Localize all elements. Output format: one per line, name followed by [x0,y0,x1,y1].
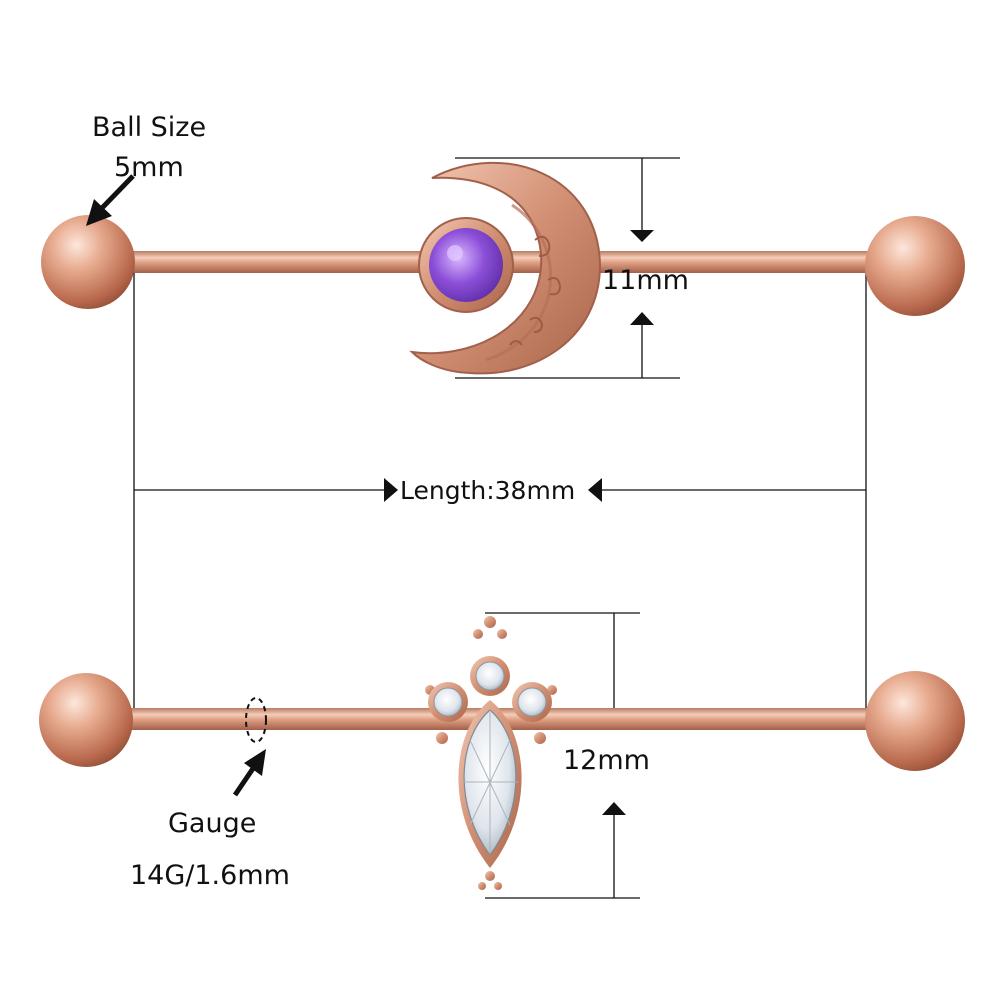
gauge-value: 14G/1.6mm [130,860,290,891]
gauge-title: Gauge [168,808,257,839]
ball-size-pointer [86,174,135,226]
ball-size-value: 5mm [114,152,184,183]
marquise-crystal-charm-icon [425,616,557,890]
gauge-indicator [245,697,267,743]
jewel-height-label: 12mm [563,745,650,776]
ball-size-title: Ball Size [92,112,207,143]
gauge-pointer [232,749,266,797]
moon-charm-icon [409,161,602,375]
moon-height-label: 11mm [602,265,689,296]
opal-stone [429,228,503,302]
bottom-left-ball [39,673,133,767]
length-label: Length:38mm [400,476,576,505]
measurement-lines [133,157,867,899]
top-left-ball [41,215,135,309]
bottom-right-ball [865,671,965,771]
top-right-ball [865,216,965,316]
